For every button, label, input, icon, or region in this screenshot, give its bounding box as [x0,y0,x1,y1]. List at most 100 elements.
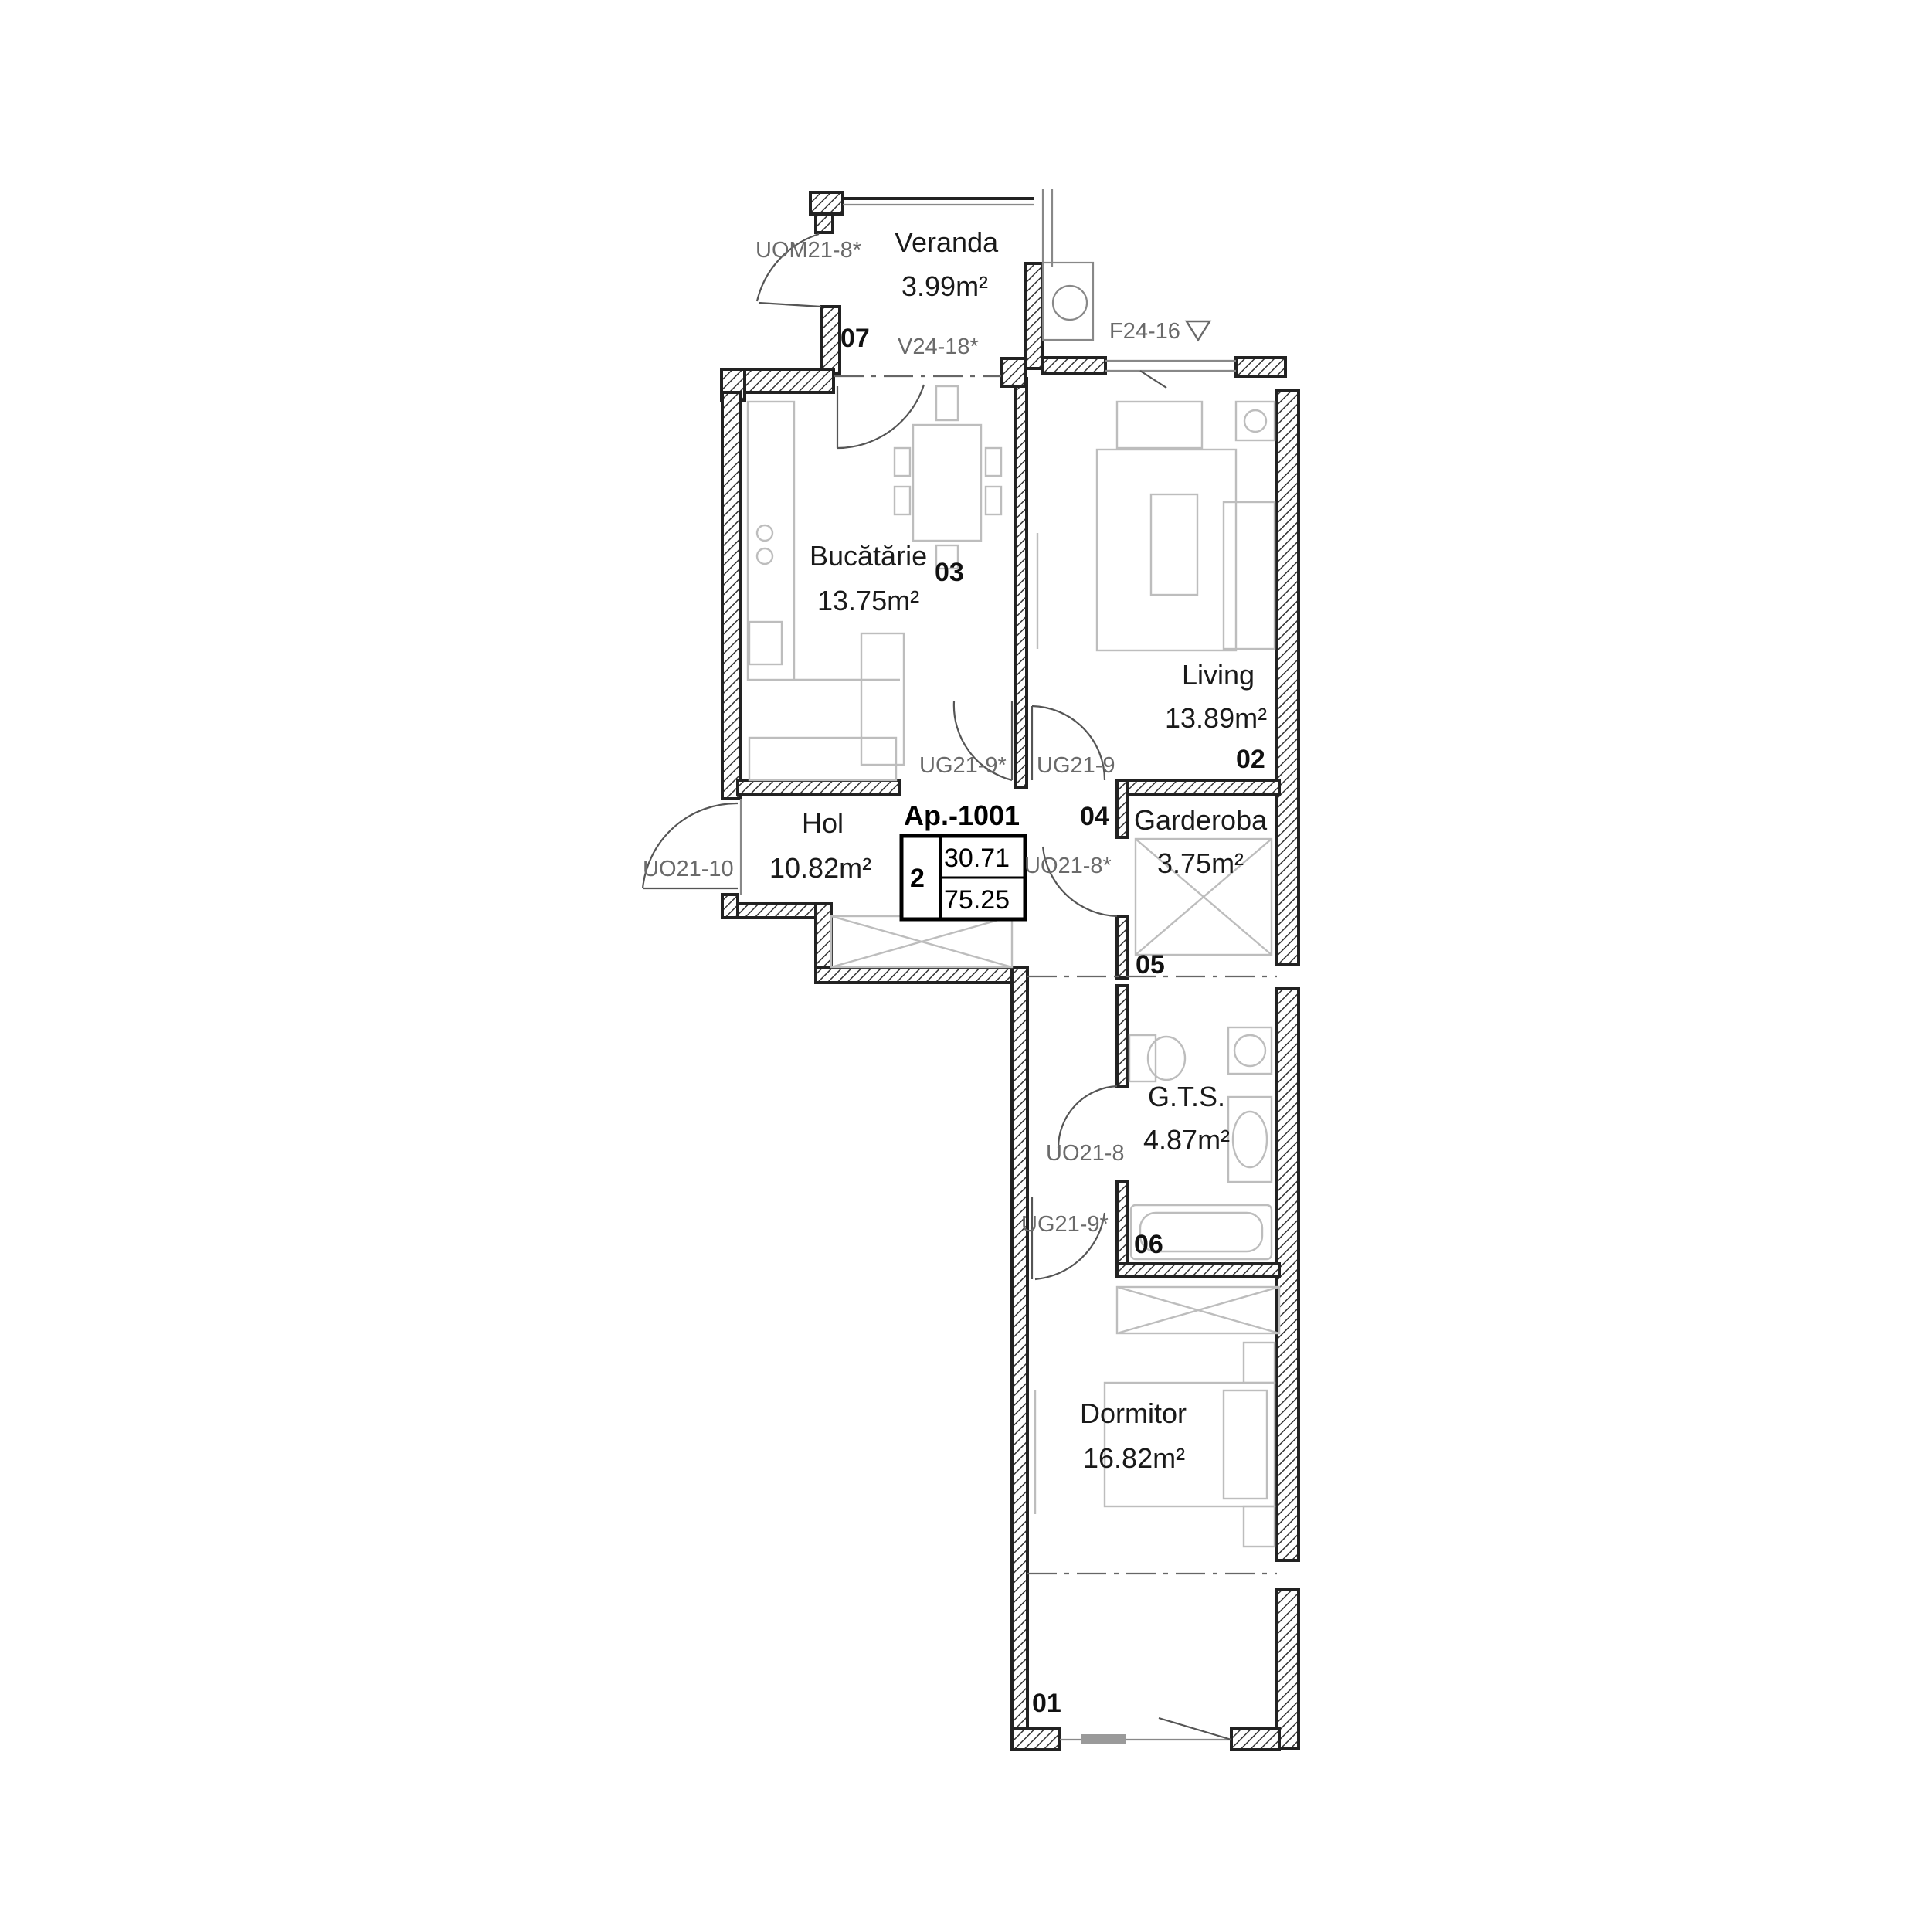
washing-machine [1227,1026,1273,1075]
living-door-swing[interactable] [1031,705,1106,781]
apartment-rooms-count: 2 [910,864,925,893]
ac-fan-icon [1051,284,1088,321]
opening-tags: UOM21-8* V24-18* F24-16 UG21-9* UG21-9 U… [643,238,1212,1237]
wardrobe-door-swing[interactable] [1041,846,1118,918]
entrance-door-swing[interactable] [641,802,739,889]
room-number-dormitor: 01 [1032,1689,1061,1718]
coffee-table [1149,493,1199,596]
wall-wardrobe-left [1115,779,1129,839]
tag-bedroom-door: UG21-9* [1021,1212,1109,1237]
chair [893,446,912,477]
washing-machine-drum [1233,1034,1267,1068]
nightstand [1242,1341,1276,1384]
wall-bath-left-lower [1115,1180,1129,1273]
room-number-bucatarie: 03 [935,558,964,587]
apartment-area-living: 30.71 [944,844,1010,873]
veranda-door-leaf[interactable] [758,301,822,308]
furniture [746,385,1281,1548]
stove-burner [755,547,774,565]
armchair [1115,400,1204,450]
bed [1103,1381,1276,1508]
toilet [1128,1034,1157,1083]
wall-kitchen-bottom [736,779,901,796]
tag-wardrobe-door: UO21-8* [1024,854,1112,878]
wall-wardrobe-top [1115,779,1281,796]
tag-veranda-door: UOM21-8* [755,238,861,263]
apartment-id: Ap.-1001 [904,800,1020,831]
doors [641,233,1118,1281]
veranda-door-swing[interactable] [755,233,820,302]
tag-bathroom-door: UO21-8 [1046,1141,1125,1166]
hall-cabinet-cross [830,915,1013,969]
chair [935,385,959,422]
room-area-dormitor: 16.82m² [1083,1442,1185,1474]
room-area-bucatarie: 13.75m² [817,585,919,616]
wall-kitchen-left [721,391,742,800]
kitchen-door-swing[interactable] [952,701,1013,782]
tag-living-window: F24-16 [1109,319,1180,344]
bathtub-inner [1139,1211,1264,1253]
room-name-living: Living [1182,659,1255,691]
fridge [860,632,905,766]
room-name-hol: Hol [802,807,844,839]
bedroom-cabinet-cross [1116,1285,1280,1335]
room-name-gts: G.T.S. [1148,1081,1225,1112]
room-area-garderoba: 3.75m² [1157,847,1244,879]
chair [984,485,1003,516]
level-marker-icon [1184,320,1212,342]
room-area-veranda: 3.99m² [901,270,988,302]
dining-table [912,423,983,542]
sofa [1222,501,1276,650]
room-number-gts: 06 [1134,1230,1163,1259]
wall-bath-left [1115,984,1129,1088]
kitchen-sink [748,620,783,666]
room-number-veranda: 07 [840,324,870,353]
floor-lamp [1234,400,1276,442]
wall-veranda-post [814,212,834,234]
wall-wardrobe-left-lower [1115,915,1129,980]
windows [739,189,1236,1744]
tag-living-door: UG21-9 [1037,753,1115,778]
room-name-garderoba: Garderoba [1134,804,1268,836]
living-window-opening [1139,370,1167,389]
bedroom-window-sill [1081,1734,1126,1744]
tag-kitchen-door: UG21-9* [919,753,1007,778]
wall-kitchen-living [1014,377,1028,789]
room-area-hol: 10.82m² [769,852,871,884]
room-labels: Veranda 3.99m² 07 Bucătărie 13.75m² 03 L… [769,226,1268,1718]
wardrobe-unit [1134,837,1273,956]
room-number-living: 02 [1236,745,1265,774]
wall-hall-bottom [814,966,1026,984]
room-name-bucatarie: Bucătărie [810,540,927,572]
bathroom-sink [1227,1095,1273,1183]
stove-burner [755,524,774,542]
bathtub [1129,1204,1273,1261]
ac-outdoor-unit [1041,261,1095,341]
chair [893,485,912,516]
tag-balcony-window: V24-18* [898,334,979,359]
wall-bedroom-bottom-right [1230,1727,1281,1751]
sink-bowl [1231,1110,1268,1169]
wardrobe-cross [1135,838,1272,956]
wall-bedroom-bottom-left [1010,1727,1061,1751]
room-number-05: 05 [1136,950,1165,980]
wall-veranda-right [1024,262,1044,370]
room-number-garderoba: 04 [1080,802,1109,831]
bedroom-door-swing[interactable] [1034,1212,1106,1281]
balcony-door-swing[interactable] [837,384,925,450]
chair [984,446,1003,477]
room-area-gts: 4.87m² [1143,1124,1230,1156]
wall-hall-left [721,893,739,919]
room-area-living: 13.89m² [1165,702,1267,734]
rug [1095,448,1238,652]
kitchen-counter [746,400,796,681]
wall-right-upper [1275,389,1300,966]
wall-living-top-right [1234,356,1287,378]
apartment-area-total: 75.25 [944,885,1010,915]
wall-veranda-bottom-right [1041,356,1107,375]
wall-veranda-left [820,305,841,375]
bathroom-door-swing[interactable] [1057,1085,1118,1149]
bedroom-cabinet [1115,1285,1281,1335]
chair [935,544,959,570]
